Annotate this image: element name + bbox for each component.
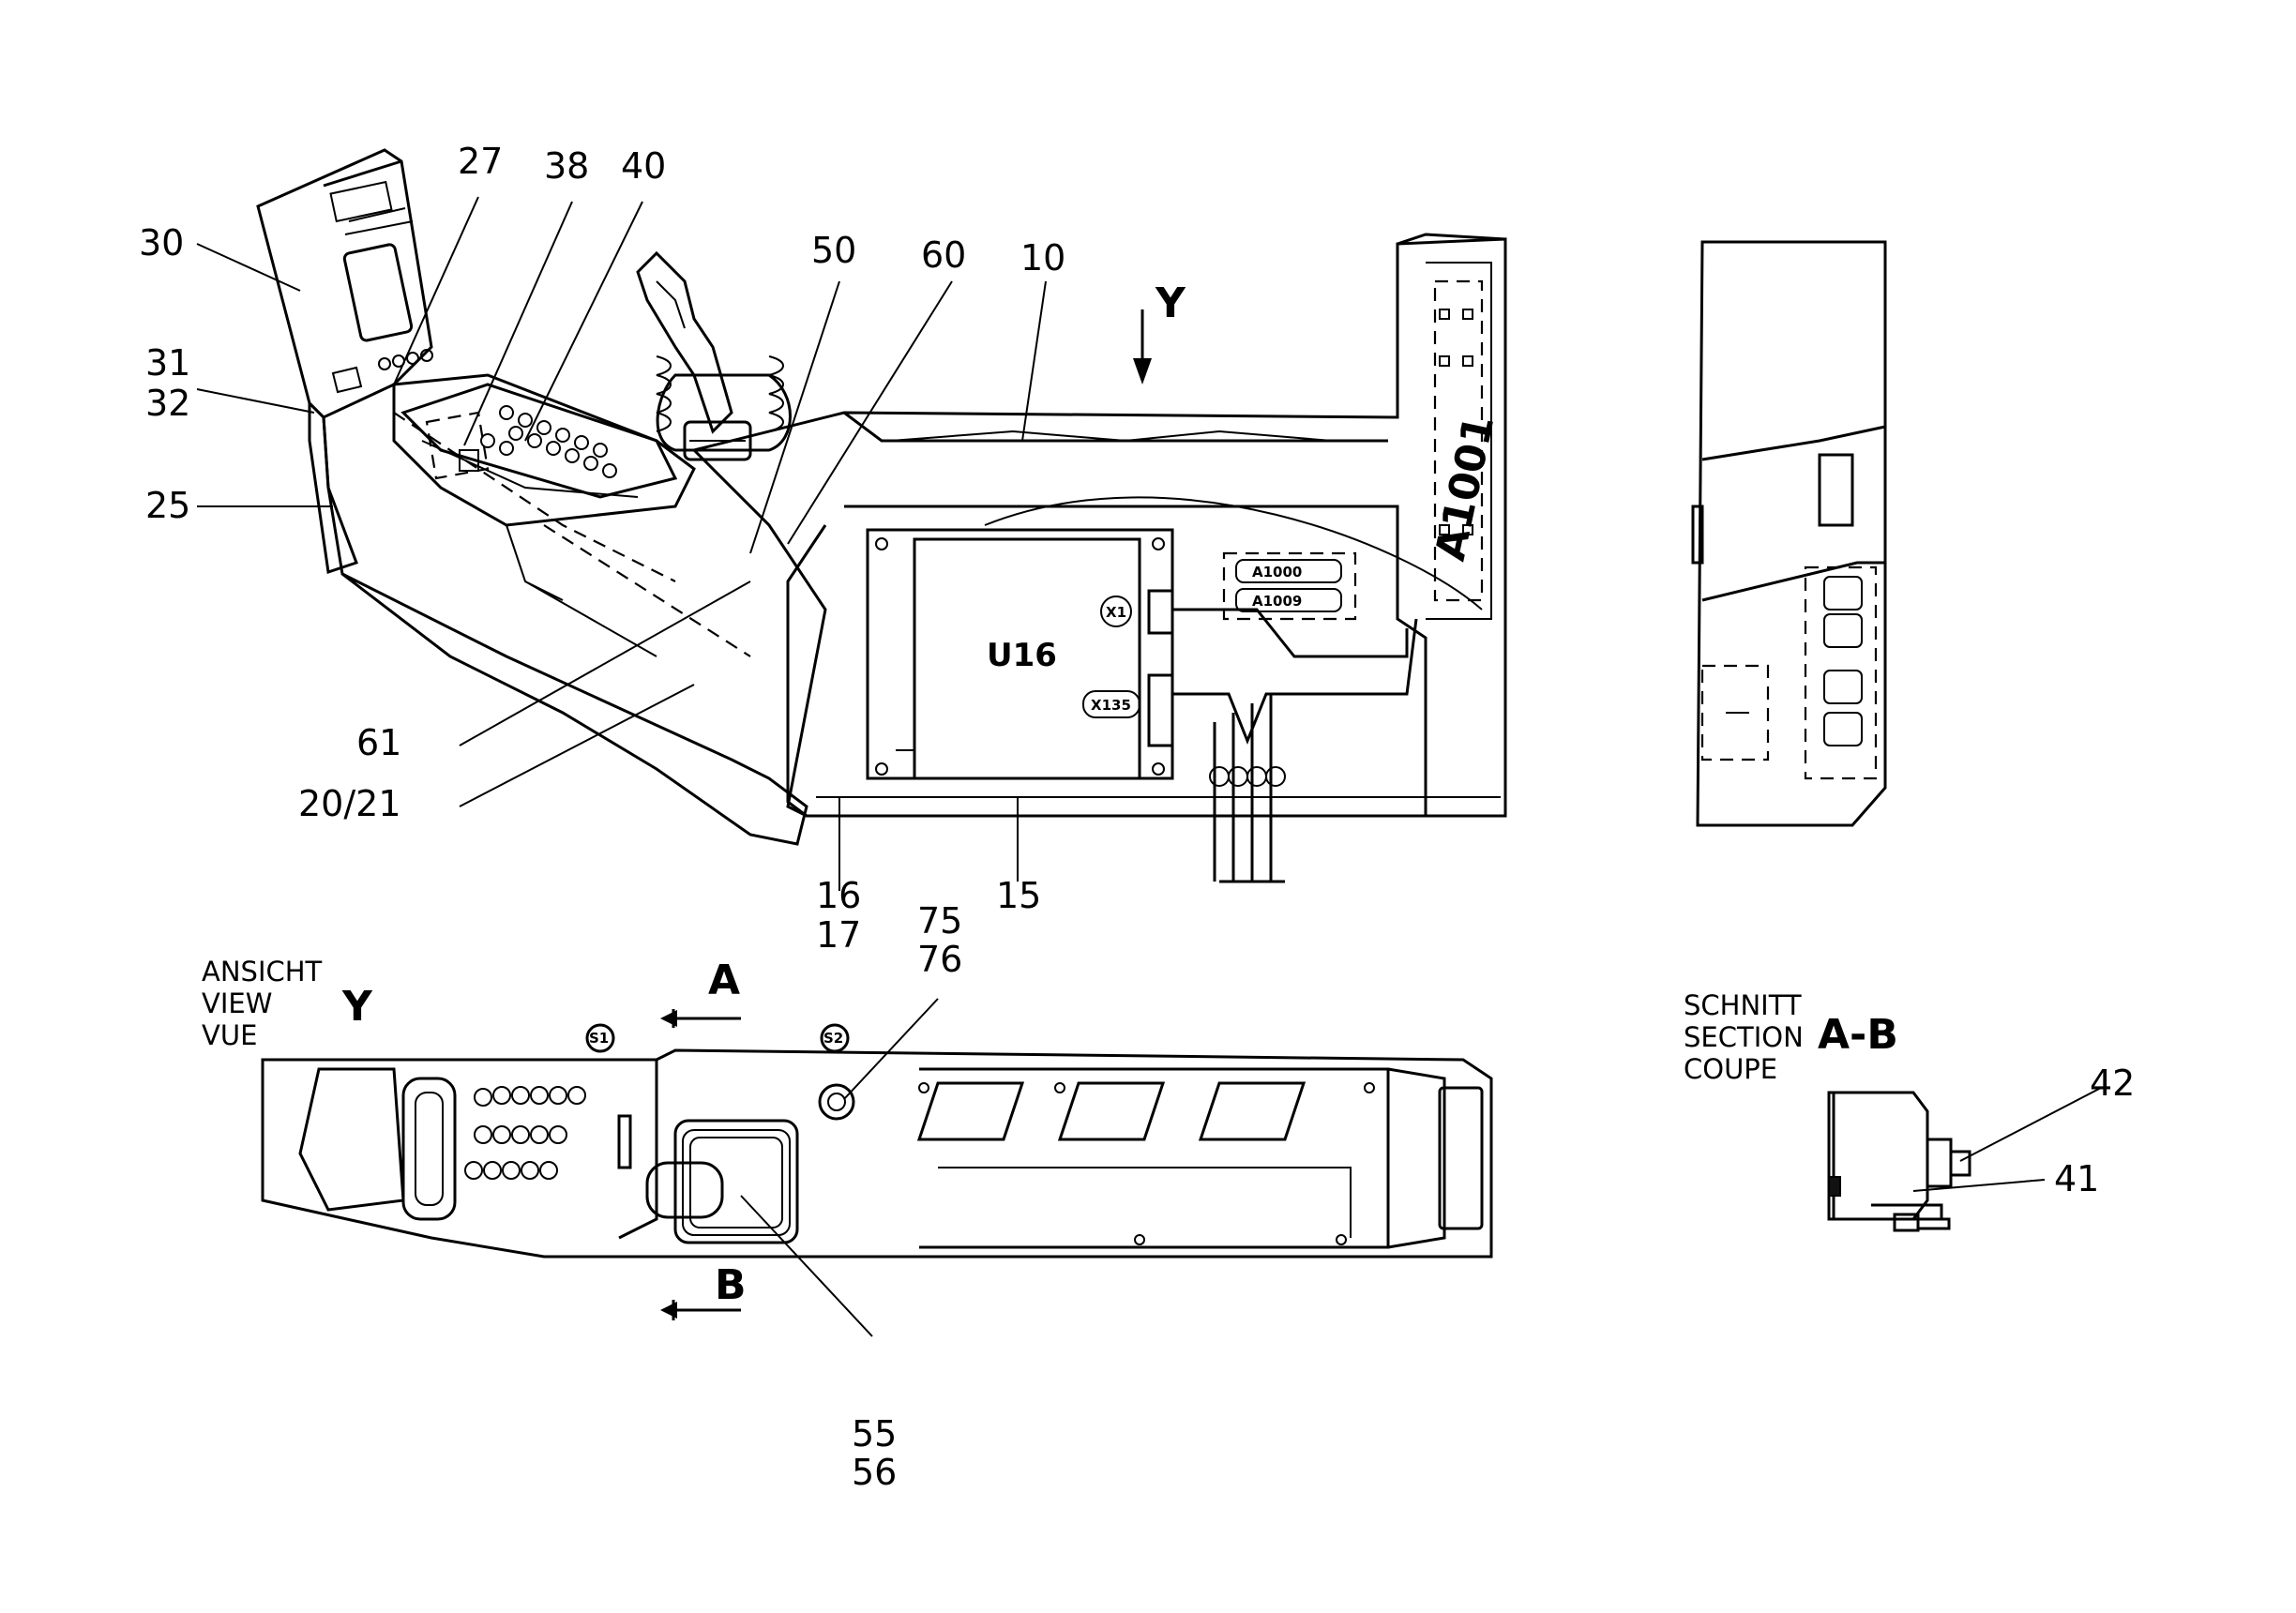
callout-30: 30 bbox=[139, 222, 184, 264]
leader-lines bbox=[196, 196, 2102, 1337]
section-letters: A-B bbox=[1818, 1011, 1898, 1059]
section-marker-b: B bbox=[715, 1261, 747, 1309]
wiring-harness bbox=[1147, 551, 1418, 883]
tag-s2: S2 bbox=[823, 1030, 843, 1047]
view-y-heading-fr: VUE bbox=[202, 1019, 257, 1051]
view-y-heading-letter: Y bbox=[341, 983, 373, 1031]
section-marker-a: A bbox=[708, 957, 740, 1004]
tag-x135: X135 bbox=[1091, 697, 1131, 714]
section-heading-de: SCHNITT bbox=[1684, 989, 1802, 1021]
section-heading-en: SECTION bbox=[1684, 1021, 1804, 1053]
callout-60: 60 bbox=[921, 234, 966, 276]
callout-42: 42 bbox=[2090, 1063, 2135, 1104]
view-y-elevation bbox=[261, 1009, 1493, 1320]
callouts: 30 27 38 40 31 32 25 50 60 10 61 20/21 1… bbox=[139, 141, 2135, 1493]
callout-27: 27 bbox=[458, 141, 503, 182]
side-view bbox=[1691, 240, 1887, 827]
view-y-heading-de: ANSICHT bbox=[202, 956, 323, 987]
callout-76: 76 bbox=[917, 939, 962, 980]
lower-shell bbox=[322, 373, 808, 846]
callout-10: 10 bbox=[1020, 237, 1065, 279]
callout-56: 56 bbox=[852, 1452, 897, 1493]
tag-x1: X1 bbox=[1106, 604, 1126, 621]
tag-s1: S1 bbox=[589, 1030, 609, 1047]
callout-32: 32 bbox=[145, 383, 190, 424]
section-ab-detail bbox=[1827, 1091, 1971, 1232]
tag-a1009: A1009 bbox=[1252, 593, 1302, 610]
view-y-keypad bbox=[464, 1086, 586, 1180]
callout-25: 25 bbox=[145, 485, 190, 526]
electronics-plate bbox=[866, 528, 1174, 780]
callout-55: 55 bbox=[852, 1413, 897, 1455]
view-y-heading-en: VIEW bbox=[202, 987, 272, 1019]
joystick bbox=[636, 250, 792, 461]
callout-41: 41 bbox=[2054, 1158, 2099, 1199]
view-y-arrow-letter: Y bbox=[1155, 279, 1186, 327]
callout-20-21: 20/21 bbox=[298, 783, 401, 824]
callout-17: 17 bbox=[816, 914, 861, 956]
view-labels: Y ANSICHT VIEW VUE Y A B SCHNITT SECTION… bbox=[202, 279, 1898, 1309]
armrest-control-panel bbox=[256, 148, 433, 574]
callout-38: 38 bbox=[544, 145, 589, 187]
callout-15: 15 bbox=[996, 875, 1041, 916]
console-assembly-main-view bbox=[256, 148, 1507, 883]
callout-40: 40 bbox=[621, 145, 666, 187]
callout-61: 61 bbox=[356, 722, 401, 763]
section-heading-fr: COUPE bbox=[1684, 1053, 1777, 1085]
tag-a1000: A1000 bbox=[1252, 564, 1302, 580]
right-housing bbox=[691, 233, 1507, 818]
callout-31: 31 bbox=[145, 342, 190, 384]
switch-block bbox=[400, 383, 678, 499]
callout-75: 75 bbox=[917, 900, 962, 942]
tag-u16: U16 bbox=[987, 637, 1057, 674]
callout-16: 16 bbox=[816, 875, 861, 916]
callout-50: 50 bbox=[811, 230, 856, 271]
